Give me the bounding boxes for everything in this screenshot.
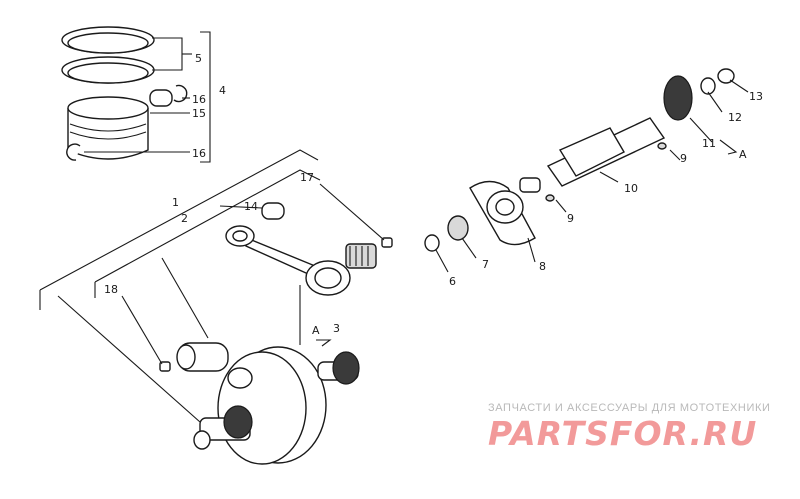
leader-13: [729, 79, 749, 93]
callout-3: 3: [333, 322, 340, 335]
callout-15: 15: [192, 107, 206, 120]
callout-12: 12: [728, 111, 742, 124]
balancer-hub-bore: [495, 198, 515, 216]
piston-ring-bottom-inner: [67, 62, 149, 84]
watermark-tagline: ЗАПЧАСТИ И АКСЕССУАРЫ ДЛЯ МОТОТЕХНИКИ: [488, 402, 771, 414]
balancer-gear-small: [447, 215, 469, 241]
bracket-1: [39, 149, 319, 310]
piston-groove-1: [69, 123, 147, 132]
balancer-shaft-mid: [558, 127, 625, 177]
crank-web-hole: [227, 367, 253, 389]
callout-7: 7: [482, 258, 489, 271]
callout-9-lower: 9: [567, 212, 574, 225]
leader-6: [435, 249, 449, 273]
arrow-A-right: [719, 139, 738, 155]
watermark-logo: PARTSFOR.RU: [488, 414, 758, 453]
balancer-nut: [717, 68, 735, 84]
leader-9b: [555, 199, 567, 213]
leader-11: [689, 117, 713, 143]
crank-gear-right: [332, 351, 360, 385]
piston-crown: [67, 96, 149, 120]
piston-ring-top-inner: [67, 32, 149, 54]
leader-1-lower: [57, 295, 201, 423]
callout-1: 1: [172, 196, 179, 209]
callout-16-upper: 16: [192, 93, 206, 106]
callout-2: 2: [181, 212, 188, 225]
leader-17: [319, 183, 385, 241]
callout-14: 14: [244, 200, 258, 213]
callout-13: 13: [749, 90, 763, 103]
bracket-2: [94, 169, 321, 298]
piston-pin: [149, 89, 173, 107]
circlip-upper: [173, 84, 188, 103]
leader-10: [599, 171, 619, 183]
bracket-4: [200, 31, 211, 163]
balancer-group: [424, 68, 749, 273]
crank-pin-plug: [159, 361, 171, 372]
callout-16-lower: 16: [192, 147, 206, 160]
woodruff-key-upper: [657, 142, 667, 150]
crank-shaft-left-end: [193, 430, 211, 450]
conrod-big-end-bore: [314, 267, 342, 289]
callout-5: 5: [195, 52, 202, 65]
leader-2-lower: [161, 257, 209, 339]
needle-bearing-rollers: [349, 246, 369, 266]
callout-A-left: A: [312, 324, 320, 337]
leader-8: [527, 237, 536, 263]
callout-9-upper: 9: [680, 152, 687, 165]
leader-14: [219, 205, 263, 209]
callout-10: 10: [624, 182, 638, 195]
woodruff-key-lower: [545, 194, 555, 202]
small-end-bearing: [261, 202, 285, 220]
callout-labels: 1 2 3 4 5 6 7 8 9 9 10 11 12 13 14 15 16…: [104, 52, 763, 337]
callout-6: 6: [449, 275, 456, 288]
balancer-washer: [700, 77, 716, 95]
leader-7: [461, 237, 477, 259]
callout-18: 18: [104, 283, 118, 296]
circlip-lower: [66, 143, 81, 161]
crank-pin-end: [176, 344, 196, 370]
balancer-gear: [663, 75, 693, 121]
callout-17: 17: [300, 171, 314, 184]
crank-gear-left: [223, 405, 253, 439]
conrod-group: [39, 149, 393, 310]
conrod-small-end-bore: [232, 230, 248, 242]
crank-pin-washer: [381, 237, 393, 248]
callout-A-right: A: [739, 148, 747, 161]
callout-8: 8: [539, 260, 546, 273]
callout-4: 4: [219, 84, 226, 97]
piston-groove-2: [69, 131, 147, 140]
leader-9a: [669, 149, 681, 161]
leader-18: [121, 295, 163, 365]
arrow-A-left: [316, 339, 332, 347]
balancer-collar: [519, 177, 541, 193]
callout-11: 11: [702, 137, 716, 150]
crankshaft-group: [57, 257, 360, 465]
piston-group: [61, 26, 211, 163]
leader-12: [707, 91, 723, 113]
bracket-5: [152, 37, 183, 71]
balancer-small-nut: [424, 234, 440, 252]
